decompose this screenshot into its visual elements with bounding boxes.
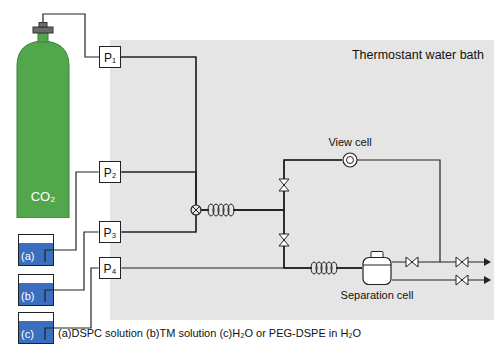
pipe-line (54, 268, 99, 328)
pump-box-label: P₄ (104, 262, 117, 276)
return-pipe (357, 160, 440, 262)
view-cell: View cell (328, 136, 371, 168)
valve (456, 257, 468, 267)
pump-box-label: P₂ (104, 166, 117, 180)
figure-caption: (a)DSPC solution (b)TM solution (c)H₂O o… (58, 326, 361, 340)
pipe-line (121, 172, 362, 268)
valve (456, 275, 468, 285)
outlet-arrow (484, 276, 491, 284)
solution-bottle: (c) (18, 312, 54, 344)
pipe-line (54, 232, 99, 290)
solution-bottle: (a) (18, 234, 54, 266)
view-cell-label: View cell (328, 136, 371, 149)
pipe-line (43, 14, 99, 57)
pump-box: P₂ (99, 161, 122, 183)
valve (406, 257, 418, 267)
solution-bottle-label: (b) (21, 290, 34, 303)
mixer (191, 205, 201, 215)
pipe-line (54, 172, 99, 250)
view-cell-window (342, 152, 358, 168)
coil (311, 260, 337, 276)
outlet-pipe (392, 279, 484, 280)
pump-box-label: P₃ (104, 226, 117, 240)
valve (279, 179, 289, 191)
solution-bottle-label: (a) (21, 250, 34, 263)
separation-cell: Separation cell (341, 251, 414, 302)
pump-box: P₃ (99, 221, 122, 243)
pipe-line (121, 210, 362, 268)
cylinder-shape (14, 22, 72, 218)
co2-cylinder-label: CO₂ (31, 189, 56, 204)
separation-cell-label: Separation cell (341, 289, 414, 302)
pipe-line (121, 160, 342, 232)
pump-box: P₁ (99, 46, 121, 68)
solution-bottle: (b) (18, 274, 54, 306)
outlet-arrow (484, 258, 491, 266)
separation-vessel (362, 251, 392, 285)
pump-box: P₄ (99, 257, 122, 279)
valve (279, 234, 289, 246)
pump-box-label: P₁ (104, 51, 116, 65)
water-bath: Thermostant water bathView cellSeparatio… (110, 40, 494, 320)
coil (208, 202, 234, 218)
pipe-line (121, 57, 362, 268)
solution-bottle-label: (c) (21, 328, 34, 341)
water-bath-label: Thermostant water bath (110, 40, 494, 62)
co2-cylinder: CO₂ (14, 22, 72, 218)
pipe-line (121, 57, 342, 210)
